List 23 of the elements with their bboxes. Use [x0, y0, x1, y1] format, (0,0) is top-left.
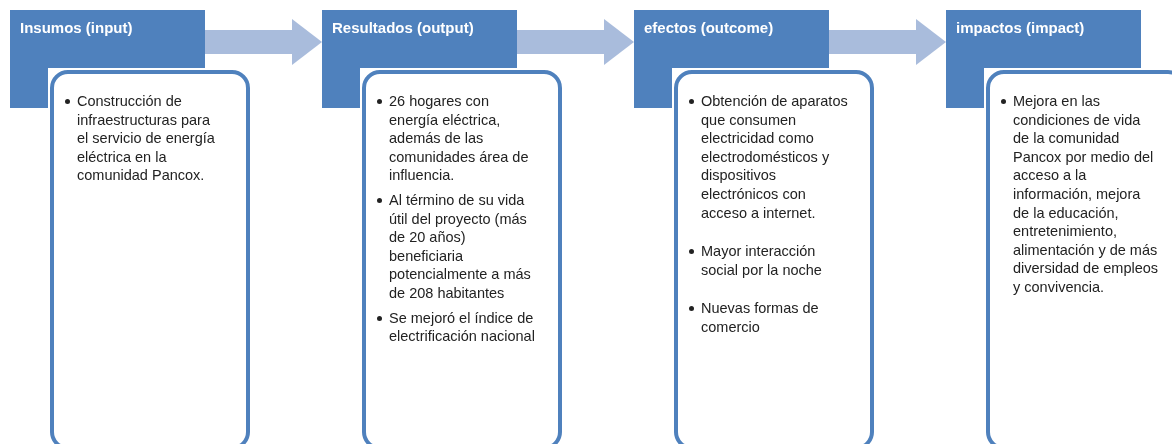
- bullet-text: Mayor interacción social por la noche: [688, 242, 848, 280]
- content-card: [674, 70, 874, 444]
- bullet-text: Obtención de aparatos que consumen electricidad como electrodomésticos y dispositivos electrónicos con acceso a internet.: [688, 92, 848, 223]
- bullet-text: 26 hogares con energía eléctrica, además de las comunidades área de influencia.: [376, 92, 536, 185]
- header-box: [322, 10, 517, 68]
- header-title: Resultados (output): [332, 19, 474, 36]
- content-card: [362, 70, 562, 444]
- block-arrow: [517, 19, 634, 65]
- block-arrow: [205, 19, 322, 65]
- bullet-text: Al término de su vida útil del proyecto (más de 20 años) beneficiaria potencialmente a más de 208 habitantes: [376, 190, 536, 303]
- header-title: impactos (impact): [956, 19, 1085, 36]
- block-arrow: [829, 19, 946, 65]
- bullet-text: Mejora en las condiciones de vida de la comunidad Pancox por medio del acceso a la información, mejora de la educación, entretenimiento, alimentación y de más diversidad de empleos y convivencia.: [1000, 92, 1160, 297]
- header-title: Insumos (input): [20, 19, 133, 36]
- content-card: [50, 70, 250, 444]
- bullet-text: Nuevas formas de comercio: [688, 299, 848, 337]
- content-card: [986, 70, 1172, 444]
- header-title: efectos (outcome): [644, 19, 774, 36]
- header-box: [946, 10, 1141, 68]
- header-box: [634, 10, 829, 68]
- bullet-text: Construcción de infraestructuras para el servicio de energía eléctrica en la comunidad Pancox.: [64, 92, 224, 185]
- header-box: [10, 10, 205, 68]
- bullet-text: Se mejoró el índice de electrificación nacional: [376, 308, 536, 346]
